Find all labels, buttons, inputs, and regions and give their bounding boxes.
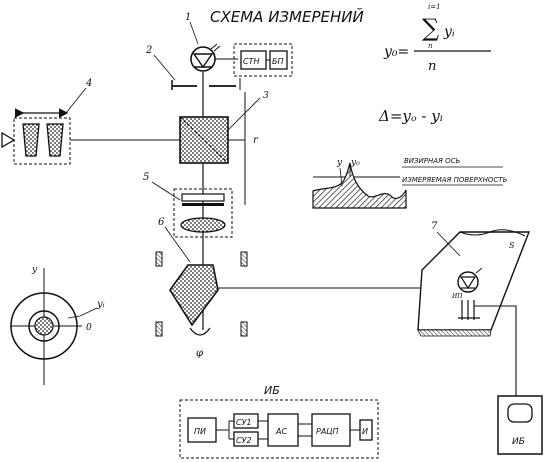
label-ip: ИП <box>451 293 463 300</box>
label-3: 3 <box>263 91 269 101</box>
label-6: 6 <box>158 217 165 228</box>
element-6-prism: 6 φ <box>158 217 219 359</box>
measured-surface-profile <box>312 162 407 209</box>
pi-label: ПИ <box>194 427 206 436</box>
display-unit-label: ИБ <box>512 437 525 447</box>
element-3-beam-splitter: 3 r <box>179 91 269 205</box>
legend-label-y: y <box>336 158 343 168</box>
diagram-title: СХЕМА ИЗМЕРЕНИЙ <box>210 7 364 26</box>
mount-block <box>155 251 163 267</box>
label-S: S <box>509 241 515 250</box>
formula-sum-lower: n <box>428 42 433 50</box>
label-7: 7 <box>431 221 438 232</box>
label-1: 1 <box>185 12 191 23</box>
formula-denominator: n <box>428 59 436 74</box>
formula-sum-sign: ∑ <box>422 14 439 42</box>
element-1-source: 1 <box>185 12 238 72</box>
legend-label-y0: y₀ <box>350 158 360 168</box>
su1-label: СУ1 <box>236 418 252 427</box>
mount-block <box>240 321 248 337</box>
as-label: АС <box>275 427 287 436</box>
label-r: r <box>253 135 259 146</box>
display-unit: ИБ <box>497 395 543 455</box>
label-5: 5 <box>143 172 149 183</box>
power-supply-group: СТН БП <box>233 43 293 77</box>
rotation-arc <box>189 327 211 336</box>
su2-label: СУ2 <box>236 436 252 445</box>
element-2-diaphragm: 2 <box>145 45 241 90</box>
ratsp-label: РАЦП <box>316 427 339 436</box>
electronics-block: ИБ ПИ СУ1 СУ2 АС РАЦП И <box>179 384 379 459</box>
axis-0-label: 0 <box>86 323 92 333</box>
formula-lhs: y₀= <box>383 44 409 60</box>
element-4-lens-group: 4 <box>1 78 92 165</box>
yi-label: yᵢ <box>96 299 105 310</box>
i-label: И <box>362 427 368 436</box>
surface-legend: ВИЗИРНАЯ ОСЬ ИЗМЕРЯЕМАЯ ПОВЕРХНОСТЬ y y₀ <box>312 157 508 209</box>
mount-block <box>155 321 163 337</box>
formula-sum-upper: i=1 <box>428 3 441 11</box>
target-view: y 0 yᵢ <box>10 265 105 385</box>
legend-measured-surface: ИЗМЕРЯЕМАЯ ПОВЕРХНОСТЬ <box>402 176 508 184</box>
label-2: 2 <box>145 45 152 56</box>
element-5-lens: 5 <box>143 172 233 238</box>
stn-label: СТН <box>243 57 260 66</box>
element-7-sensor: 7 S ИП <box>417 221 531 396</box>
formula-summand: yᵢ <box>443 24 455 40</box>
label-phi: φ <box>196 348 203 359</box>
bp-label: БП <box>272 57 284 66</box>
mount-block <box>240 251 248 267</box>
as-block <box>267 413 299 447</box>
label-4: 4 <box>85 78 92 89</box>
legend-sighting-axis: ВИЗИРНАЯ ОСЬ <box>404 157 461 165</box>
formula-mean: i=1 ∑ yᵢ n y₀= n <box>383 3 491 74</box>
axis-y-label: y <box>31 265 38 275</box>
ib-title: ИБ <box>264 384 280 397</box>
i-block <box>359 419 373 441</box>
ratsp-block <box>311 413 351 447</box>
formula-delta: Δ=yₒ - yᵢ <box>378 107 443 125</box>
